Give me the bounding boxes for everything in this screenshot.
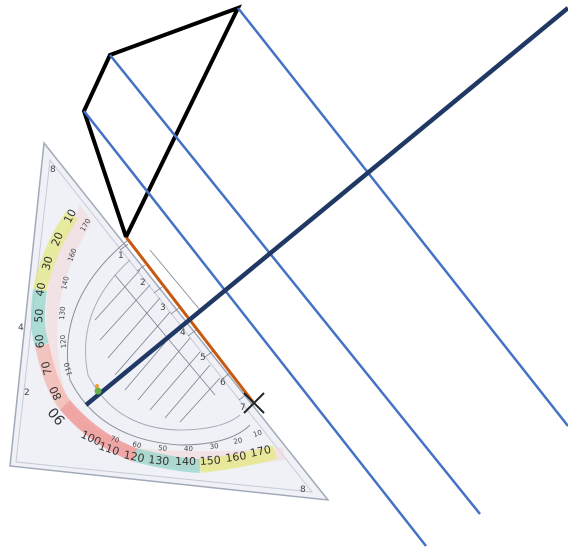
ruler-number: 6 (220, 378, 226, 388)
degree-label: 50 (32, 308, 46, 323)
inner-degree-label: 50 (158, 444, 168, 453)
ruler-number-labels: 1 2 3 4 5 6 7 8 (118, 251, 306, 495)
parallel-line-2[interactable] (109, 54, 481, 515)
degree-label: 20 (49, 230, 66, 248)
corner-number: 8 (50, 165, 56, 175)
band-yellow (33, 211, 78, 292)
parallel-lines (83, 7, 568, 547)
inner-degree-label: 70 (109, 434, 120, 445)
protractor-arc (66, 239, 251, 446)
ruler-number: 3 (160, 303, 166, 313)
ruler-number: 1 (118, 251, 124, 261)
cross-marker-icon[interactable] (243, 392, 265, 414)
band-yellow-2 (199, 445, 277, 473)
axis-line[interactable] (84, 6, 568, 407)
degree-label: 150 (199, 454, 221, 468)
degree-label: 60 (33, 334, 47, 349)
degree-label: 130 (148, 453, 170, 468)
degree-label: 30 (39, 255, 55, 272)
band-red (59, 400, 138, 462)
degree-label: 120 (122, 448, 145, 465)
inner-degree-label: 130 (58, 306, 67, 320)
edge-number: 2 (24, 388, 30, 398)
inner-degree-label: 10 (252, 429, 263, 439)
inner-degree-label: 30 (209, 442, 219, 451)
edge-number: 4 (18, 323, 24, 333)
parallel-line-1[interactable] (237, 7, 568, 427)
degree-label: 70 (39, 360, 55, 377)
grid-hatches (94, 249, 221, 423)
band-teal-2 (133, 448, 201, 473)
set-square[interactable]: 1 2 3 4 5 6 7 8 10 20 30 40 50 60 70 80 … (9, 141, 330, 501)
degree-label: 80 (47, 384, 65, 402)
inner-degree-label: 120 (59, 335, 68, 349)
ruler-number: 8 (300, 485, 306, 495)
degree-label: 110 (97, 439, 121, 458)
ruler-number: 5 (200, 353, 206, 363)
ruler-number: 2 (140, 278, 146, 288)
parallel-line-3[interactable] (83, 110, 427, 547)
inner-degree-label: 110 (63, 362, 74, 377)
inner-degree-label: 40 (184, 445, 193, 453)
inner-degree-label: 140 (60, 276, 71, 291)
degree-label: 160 (225, 449, 248, 465)
inner-degree-label: 20 (233, 436, 243, 446)
ruler-number: 7 (240, 403, 246, 413)
band-teal (30, 289, 49, 348)
origin-marker-icon (94, 384, 102, 395)
ruler-number: 4 (180, 328, 186, 338)
ruler-ticks (119, 243, 248, 401)
inner-degree-label: 60 (132, 440, 143, 450)
band-pink (35, 343, 71, 410)
degree-label: 10 (61, 207, 79, 225)
quadrilateral[interactable] (81, 4, 242, 238)
degree-label: 170 (249, 443, 272, 460)
degree-label: 140 (175, 455, 196, 468)
degree-label: 40 (33, 281, 48, 297)
protractor-arc-inner (85, 259, 241, 431)
